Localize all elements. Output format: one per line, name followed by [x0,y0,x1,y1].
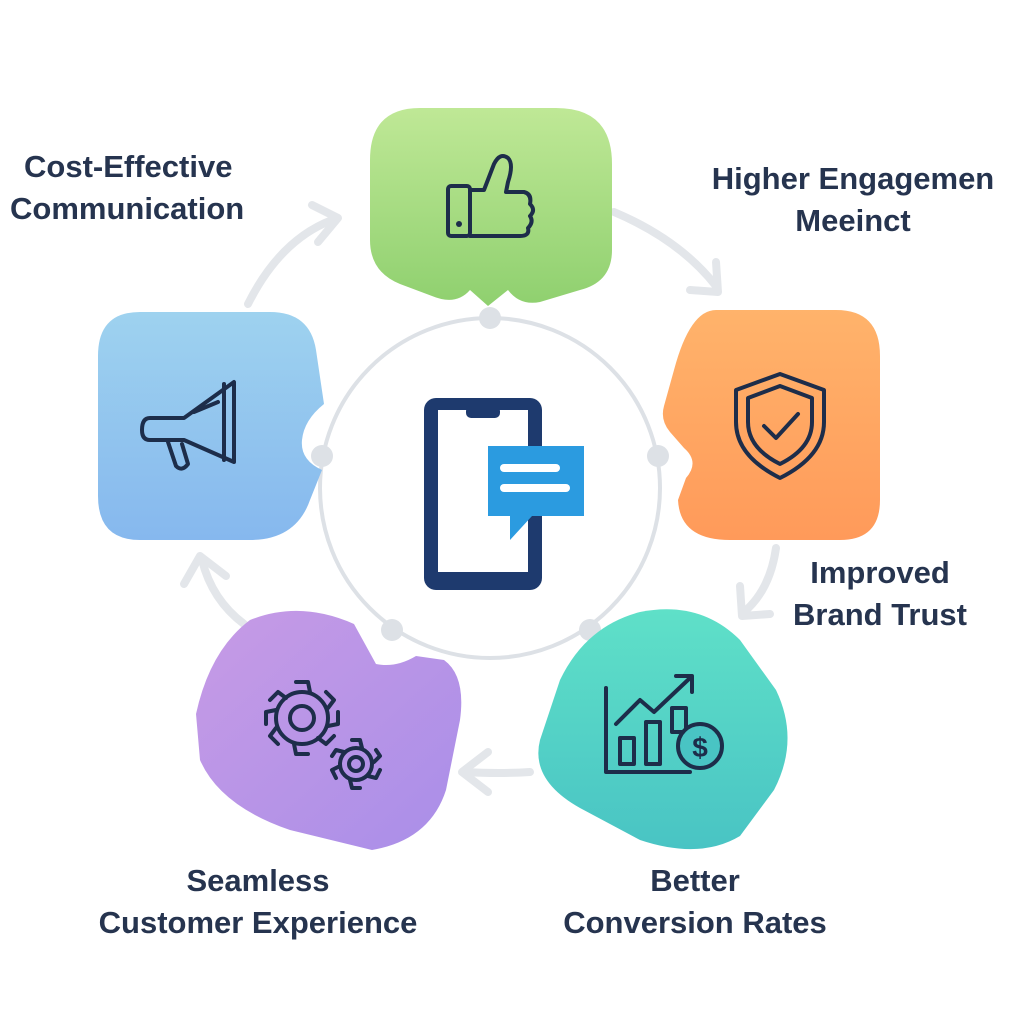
label-cost-line-1: Cost-Effective [24,149,233,184]
label-conversion-line-2: Conversion Rates [563,905,827,940]
arrow-engagement-to-trust [610,208,722,296]
phone-notch [466,406,500,418]
growth-chart-dollar-icon: $ [604,674,724,774]
label-cost-line-2: Communication [10,191,245,226]
node-conversion-shape [538,609,788,850]
arrow-cost-to-engagement [244,201,342,308]
chat-line-1 [500,464,560,472]
dollar-sign: $ [692,732,708,763]
label-conversion-line-1: Better [650,863,740,898]
label-better-conversion: Better Conversion Rates [540,860,850,944]
label-engagement-line-1: Higher Engagemen [711,161,995,196]
label-seamless-experience: Seamless Customer Experience [72,860,444,944]
arrow-conversion-to-experience [458,748,534,796]
node-trust-shape [662,310,880,540]
label-experience-line-1: Seamless [186,863,330,898]
node-engagement-shape [370,108,612,306]
ring-node-right [647,445,669,467]
center-ring [311,307,669,660]
label-cost-effective: Cost-Effective Communication [10,146,244,230]
node-experience-shape [196,610,462,850]
node-higher-engagement [370,108,612,306]
ring-node-top [479,307,501,329]
node-cost-shape [98,312,324,540]
label-trust-line-2: Brand Trust [793,597,967,632]
cycle-arrows [180,201,780,796]
arrow-experience-to-cost [180,552,248,628]
shield-check-icon [734,372,826,480]
node-improved-brand-trust [662,310,880,540]
ring-node-left [311,445,333,467]
label-engagement-line-2: Meeinct [795,203,911,238]
smartphone-chat-icon [424,398,584,590]
arrow-trust-to-conversion [736,544,780,620]
label-trust-line-1: Improved [810,555,950,590]
label-experience-line-2: Customer Experience [98,905,418,940]
chat-line-2 [500,484,570,492]
node-seamless-experience [196,610,462,850]
node-cost-effective [98,312,324,540]
thumbs-up-icon [446,154,535,238]
ring-node-bottom-left [381,619,403,641]
label-higher-engagement: Higher Engagemen Meeinct [692,158,1014,242]
node-better-conversion: $ [538,609,788,850]
megaphone-icon [140,380,236,471]
gears-icon [264,680,382,790]
label-improved-brand-trust: Improved Brand Trust [780,552,980,636]
